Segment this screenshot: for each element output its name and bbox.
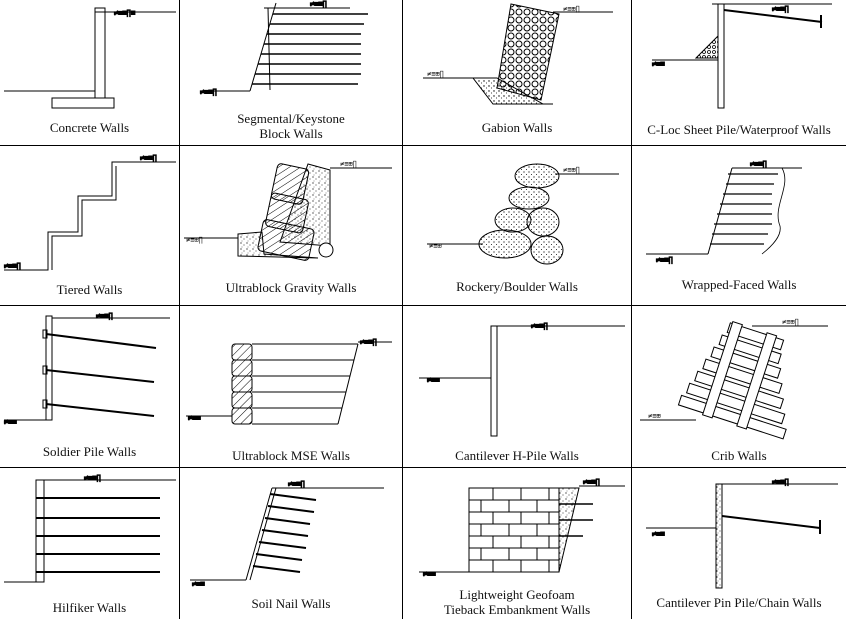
soldier-pile-diagram: ≠≡⊞∏ ≠≡⊞ bbox=[4, 312, 170, 427]
svg-text:≠≡⊞∏: ≠≡⊞∏ bbox=[186, 236, 203, 244]
caption: Soldier Pile Walls bbox=[42, 444, 137, 459]
svg-text:≠≡⊞: ≠≡⊞ bbox=[4, 418, 17, 426]
caption: Ultrablock MSE Walls bbox=[232, 448, 350, 463]
panel-rockery-boulder-walls: ≠≡⊞∏ ≠≡⊞ Rockery/Boulder Walls bbox=[403, 146, 631, 305]
panel-cantilever-pin-pile-walls: ≠≡⊞∏ ≠≡⊞ Cantilever Pin Pile/Chain Walls bbox=[632, 468, 846, 619]
segmental-wall-diagram: ≠≡⊞∏ ≠≡⊞∏ bbox=[200, 0, 368, 97]
panel-crib-walls: ≠≡⊞∏ ≠≡⊞ Crib Walls bbox=[632, 306, 846, 467]
h-pile-diagram: ≠≡⊞∏ ≠≡⊞ bbox=[419, 322, 625, 437]
panel-soil-nail-walls: ≠≡⊞∏ ≠≡⊞ Soil Nail Walls bbox=[180, 468, 402, 619]
svg-text:≠≡⊞: ≠≡⊞ bbox=[188, 414, 201, 422]
caption: Hilfiker Walls bbox=[52, 600, 127, 615]
hilfiker-diagram: ≠≡⊞∏ bbox=[4, 474, 176, 583]
svg-text:≠≡⊞∏: ≠≡⊞∏ bbox=[360, 338, 377, 346]
ultrablock-gravity-diagram: ≠≡⊞∏ ≠≡⊞∏ bbox=[184, 160, 392, 261]
panel-cloc-sheet-pile-walls: ≠≡⊞∏ ≠≡⊞ C-Loc Sheet Pile/Waterproof Wal… bbox=[632, 0, 846, 145]
svg-text:≠≡⊞∏: ≠≡⊞∏ bbox=[531, 322, 548, 330]
crib-wall-diagram: ≠≡⊞∏ ≠≡⊞ bbox=[640, 318, 828, 440]
svg-text:≠≡⊞∏: ≠≡⊞∏ bbox=[310, 0, 327, 8]
svg-text:≠≡⊞: ≠≡⊞ bbox=[427, 376, 440, 384]
grid-divider bbox=[402, 0, 403, 619]
concrete-wall-diagram: ≠≡⊞∏⊡ bbox=[4, 7, 176, 109]
grid-divider bbox=[179, 0, 180, 619]
rockery-wall-diagram: ≠≡⊞∏ ≠≡⊞ bbox=[427, 163, 619, 265]
tiered-wall-diagram: ≠≡⊞∏ ≠≡⊞∏ bbox=[4, 154, 176, 271]
wrapped-faced-diagram: ≠≡⊞∏ ≠≡⊞∏ bbox=[646, 160, 802, 265]
svg-text:≠≡⊞∏: ≠≡⊞∏ bbox=[772, 5, 789, 13]
caption: Cantilever Pin Pile/Chain Walls bbox=[656, 595, 822, 610]
panel-cantilever-h-pile-walls: ≠≡⊞∏ ≠≡⊞ Cantilever H-Pile Walls bbox=[403, 306, 631, 467]
caption: Crib Walls bbox=[711, 448, 767, 463]
svg-text:≠≡⊞∏: ≠≡⊞∏ bbox=[772, 478, 789, 486]
caption: Wrapped-Faced Walls bbox=[681, 277, 797, 292]
svg-text:≠≡⊞∏: ≠≡⊞∏ bbox=[288, 480, 305, 488]
caption: Soil Nail Walls bbox=[251, 596, 331, 611]
caption: Cantilever H-Pile Walls bbox=[455, 448, 579, 463]
pin-pile-diagram: ≠≡⊞∏ ≠≡⊞ bbox=[646, 478, 838, 589]
svg-text:≠≡⊞∏: ≠≡⊞∏ bbox=[96, 312, 113, 320]
grid-divider bbox=[0, 305, 846, 306]
grid-divider bbox=[0, 467, 846, 468]
svg-text:≠≡⊞∏: ≠≡⊞∏ bbox=[200, 88, 217, 96]
soil-nail-diagram: ≠≡⊞∏ ≠≡⊞ bbox=[190, 480, 384, 589]
svg-text:≠≡⊞∏: ≠≡⊞∏ bbox=[84, 474, 101, 482]
caption: C-Loc Sheet Pile/Waterproof Walls bbox=[647, 122, 831, 137]
svg-text:≠≡⊞∏: ≠≡⊞∏ bbox=[427, 70, 444, 78]
panel-soldier-pile-walls: ≠≡⊞∏ ≠≡⊞ Soldier Pile Walls bbox=[0, 306, 179, 467]
panel-concrete-walls: ≠≡⊞∏⊡ Concrete Walls bbox=[0, 0, 179, 145]
svg-text:≠≡⊞∏: ≠≡⊞∏ bbox=[750, 160, 767, 168]
svg-text:≠≡⊞: ≠≡⊞ bbox=[648, 412, 661, 420]
svg-text:≠≡⊞∏⊡: ≠≡⊞∏⊡ bbox=[114, 9, 135, 17]
svg-text:≠≡⊞∏: ≠≡⊞∏ bbox=[583, 478, 600, 486]
caption: Concrete Walls bbox=[49, 120, 130, 135]
svg-text:≠≡⊞∏: ≠≡⊞∏ bbox=[563, 5, 580, 13]
panel-tiered-walls: ≠≡⊞∏ ≠≡⊞∏ Tiered Walls bbox=[0, 146, 179, 305]
svg-text:≠≡⊞∏: ≠≡⊞∏ bbox=[563, 166, 580, 174]
ultrablock-mse-diagram: ≠≡⊞∏ ≠≡⊞ bbox=[186, 338, 392, 425]
panel-wrapped-faced-walls: ≠≡⊞∏ ≠≡⊞∏ Wrapped-Faced Walls bbox=[632, 146, 846, 305]
svg-text:≠≡⊞∏: ≠≡⊞∏ bbox=[140, 154, 157, 162]
panel-ultrablock-gravity-walls: ≠≡⊞∏ ≠≡⊞∏ Ultrablock Gravity Walls bbox=[180, 146, 402, 305]
sheet-pile-wall-diagram: ≠≡⊞∏ ≠≡⊞ bbox=[652, 3, 832, 109]
grid-divider bbox=[631, 0, 632, 619]
svg-text:≠≡⊞: ≠≡⊞ bbox=[652, 530, 665, 538]
caption: Tiered Walls bbox=[56, 282, 123, 297]
panel-ultrablock-mse-walls: ≠≡⊞∏ ≠≡⊞ Ultrablock MSE Walls bbox=[180, 306, 402, 467]
panel-gabion-walls: ≠≡⊞∏ ≠≡⊞∏ Gabion Walls bbox=[403, 0, 631, 145]
panel-hilfiker-walls: ≠≡⊞∏ Hilfiker Walls bbox=[0, 468, 179, 619]
svg-text:≠≡⊞: ≠≡⊞ bbox=[423, 570, 436, 578]
svg-text:≠≡⊞: ≠≡⊞ bbox=[652, 60, 665, 68]
caption: Gabion Walls bbox=[481, 120, 553, 135]
geofoam-tieback-diagram: ≠≡⊞∏ ≠≡⊞ bbox=[419, 478, 625, 579]
svg-text:≠≡⊞∏: ≠≡⊞∏ bbox=[340, 160, 357, 168]
svg-text:≠≡⊞∏: ≠≡⊞∏ bbox=[4, 262, 21, 270]
caption: Rockery/Boulder Walls bbox=[456, 279, 578, 294]
grid-divider bbox=[0, 145, 846, 146]
svg-text:≠≡⊞: ≠≡⊞ bbox=[429, 242, 442, 250]
svg-text:≠≡⊞: ≠≡⊞ bbox=[192, 580, 205, 588]
svg-text:≠≡⊞∏: ≠≡⊞∏ bbox=[656, 256, 673, 264]
gabion-wall-diagram: ≠≡⊞∏ ≠≡⊞∏ bbox=[423, 3, 613, 105]
svg-text:≠≡⊞∏: ≠≡⊞∏ bbox=[782, 318, 799, 326]
caption: Ultrablock Gravity Walls bbox=[225, 280, 357, 295]
